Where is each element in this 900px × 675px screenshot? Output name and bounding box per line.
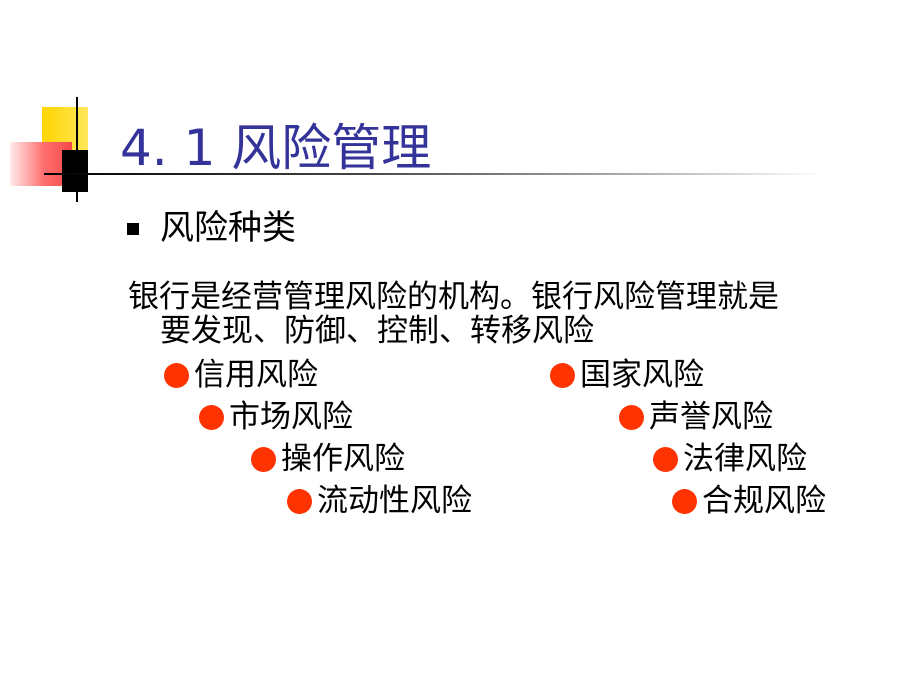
bullet-dot-icon: [672, 488, 697, 514]
risk-label: 操作风险: [281, 441, 405, 477]
bullet-dot-icon: [653, 446, 678, 472]
risk-item-reputation: 声誉风险: [619, 397, 773, 437]
risk-label: 法律风险: [683, 441, 807, 477]
risk-label: 信用风险: [194, 357, 318, 393]
risk-label: 声誉风险: [649, 399, 773, 435]
risk-item-liquidity: 流动性风险: [287, 481, 472, 521]
bullet-dot-icon: [164, 362, 189, 388]
title-underline-divider: [44, 173, 824, 175]
bullet-dot-icon: [199, 404, 224, 430]
risk-label: 合规风险: [702, 483, 826, 519]
risk-label: 国家风险: [580, 357, 704, 393]
bullet-heading: 风险种类: [160, 208, 296, 248]
slide-title: 4. 1 风险管理: [120, 119, 432, 177]
bullet-dot-icon: [287, 488, 312, 514]
risk-label: 流动性风险: [317, 483, 472, 519]
decorative-black-square: [62, 150, 88, 192]
bullet-dot-icon: [619, 404, 644, 430]
paragraph-line-2: 要发现、防御、控制、转移风险: [160, 313, 594, 349]
paragraph-line-1: 银行是经营管理风险的机构。银行风险管理就是: [128, 279, 779, 315]
risk-item-compliance: 合规风险: [672, 481, 826, 521]
risk-label: 市场风险: [229, 399, 353, 435]
risk-item-operational: 操作风险: [251, 439, 405, 479]
square-bullet-icon: [127, 223, 139, 235]
bullet-dot-icon: [251, 446, 276, 472]
decorative-vertical-line: [76, 97, 78, 202]
bullet-dot-icon: [550, 362, 575, 388]
body-paragraph: 银行是经营管理风险的机构。银行风险管理就是 要发现、防御、控制、转移风险: [128, 280, 888, 348]
risk-item-legal: 法律风险: [653, 439, 807, 479]
risk-item-country: 国家风险: [550, 355, 704, 395]
risk-item-credit: 信用风险: [164, 355, 318, 395]
risk-item-market: 市场风险: [199, 397, 353, 437]
decorative-red-square: [10, 142, 72, 186]
